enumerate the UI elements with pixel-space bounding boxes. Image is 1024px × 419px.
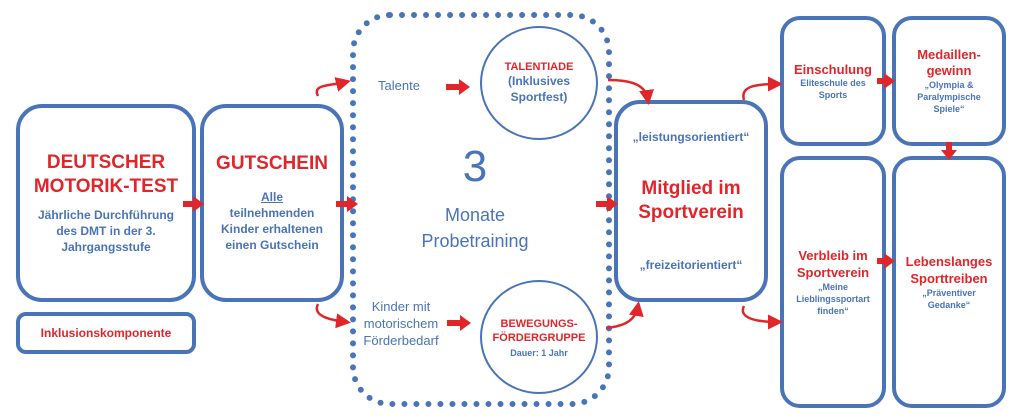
curved-arrow-mitglied-to-einschulung (742, 76, 783, 101)
dmt-title-line1: DEUTSCHER (46, 152, 166, 173)
talentiade-title: TALENTIADE (504, 61, 574, 73)
gutschein-desc-line4: einen Gutschein (225, 238, 319, 252)
einschulung-box: Einschulung Eliteschule des Sports (780, 16, 886, 146)
kinder-line2: motorischem (363, 316, 439, 331)
bewegung-title-line2: FÖRDERGRUPPE (492, 331, 586, 344)
verbleib-line2: Lieblingssportart (796, 294, 870, 304)
lebenslang-title-line1: Lebenslanges (905, 254, 993, 269)
dmt-box: DEUTSCHER MOTORIK-TEST Jährliche Durchfü… (16, 104, 196, 302)
dmt-title: DEUTSCHER MOTORIK-TEST (34, 151, 178, 199)
gutschein-title: GUTSCHEIN (216, 153, 328, 174)
mitglied-title-line1: Mitglied im (641, 178, 741, 199)
gutschein-description: Alle teilnehmenden Kinder erhaltenen ein… (221, 189, 323, 253)
bewegung-duration: Dauer: 1 Jahr (510, 347, 568, 358)
dmt-title-line2: MOTORIK-TEST (33, 176, 179, 197)
probetraining-line1: Monate (444, 205, 506, 225)
dmt-desc-line3: Jahrgangsstufe (61, 240, 151, 254)
lebenslang-box: Lebenslanges Sporttreiben „Präventiver G… (892, 156, 1006, 408)
inklusion-box: Inklusionskomponente (16, 312, 196, 354)
medaillen-title-line2: gewinn (926, 63, 972, 78)
medaillen-line2: Paralympische (917, 92, 981, 102)
lebenslang-line2: Gedanke“ (927, 300, 971, 310)
probetraining-number: 3 (462, 142, 488, 191)
verbleib-box: Verbleib im Sportverein „Meine Lieblings… (780, 156, 886, 408)
lebenslang-line1: „Präventiver (922, 288, 976, 298)
einschulung-line2: Sports (818, 89, 848, 100)
medaillen-line1: „Olympia & (924, 80, 974, 90)
probetraining-label: Monate Probetraining (370, 202, 580, 254)
gutschein-desc-line2: teilnehmenden (229, 206, 315, 220)
gutschein-box: GUTSCHEIN Alle teilnehmenden Kinder erha… (200, 104, 344, 302)
probetraining-line2: Probetraining (421, 231, 529, 251)
mitglied-freizeitorientiert: „freizeitorientiert“ (639, 258, 743, 272)
curved-arrow-gutschein-to-talente (315, 77, 351, 97)
mitglied-leistungsorientiert: „leistungsorientiert“ (632, 130, 750, 144)
dmt-desc-line1: Jährliche Durchführung (37, 208, 174, 222)
kinder-line1: Kinder mit (371, 299, 431, 314)
talentiade-line2: (Inklusives (507, 74, 571, 88)
verbleib-title-line2: Sportverein (796, 265, 870, 280)
medaillen-line3: Spiele“ (933, 104, 965, 114)
curved-arrow-mitglied-to-verbleib (741, 305, 783, 330)
lebenslang-title-line2: Sporttreiben (910, 271, 988, 286)
gutschein-desc-alle: Alle (260, 190, 283, 204)
mitglied-title-line2: Sportverein (638, 202, 744, 223)
mitglied-box: „leistungsorientiert“ Mitglied im Sportv… (614, 100, 768, 302)
einschulung-line1: Eliteschule des (800, 77, 866, 88)
verbleib-line3: finden“ (817, 306, 849, 316)
inklusion-label: Inklusionskomponente (40, 326, 172, 340)
curved-arrow-talentiade-to-mitglied (607, 78, 655, 105)
talentiade-circle: TALENTIADE (Inklusives Sportfest) (480, 26, 598, 140)
dmt-desc-line2: des DMT in der 3. (56, 224, 156, 238)
verbleib-line1: „Meine (817, 282, 848, 292)
medaillen-title-line1: Medaillen- (917, 47, 981, 62)
gutschein-desc-line3: Kinder erhaltenen (220, 222, 324, 236)
curved-arrow-gutschein-to-kinder (315, 303, 351, 329)
medaillen-box: Medaillen- gewinn „Olympia & Paralympisc… (892, 16, 1006, 146)
kinder-line3: Förderbedarf (363, 333, 439, 348)
talentiade-line3: Sportfest) (510, 90, 568, 104)
einschulung-title: Einschulung (794, 61, 872, 77)
verbleib-title-line1: Verbleib im (798, 248, 868, 263)
talente-label: Talente (378, 78, 420, 93)
bewegung-title-line1: BEWEGUNGS- (500, 317, 578, 330)
kinder-label: Kinder mit motorischem Förderbedarf (356, 298, 446, 349)
dmt-description: Jährliche Durchführung des DMT in der 3.… (38, 207, 174, 255)
mitglied-title: Mitglied im Sportverein (638, 177, 744, 225)
bewegung-circle: BEWEGUNGS- FÖRDERGRUPPE Dauer: 1 Jahr (480, 280, 598, 394)
